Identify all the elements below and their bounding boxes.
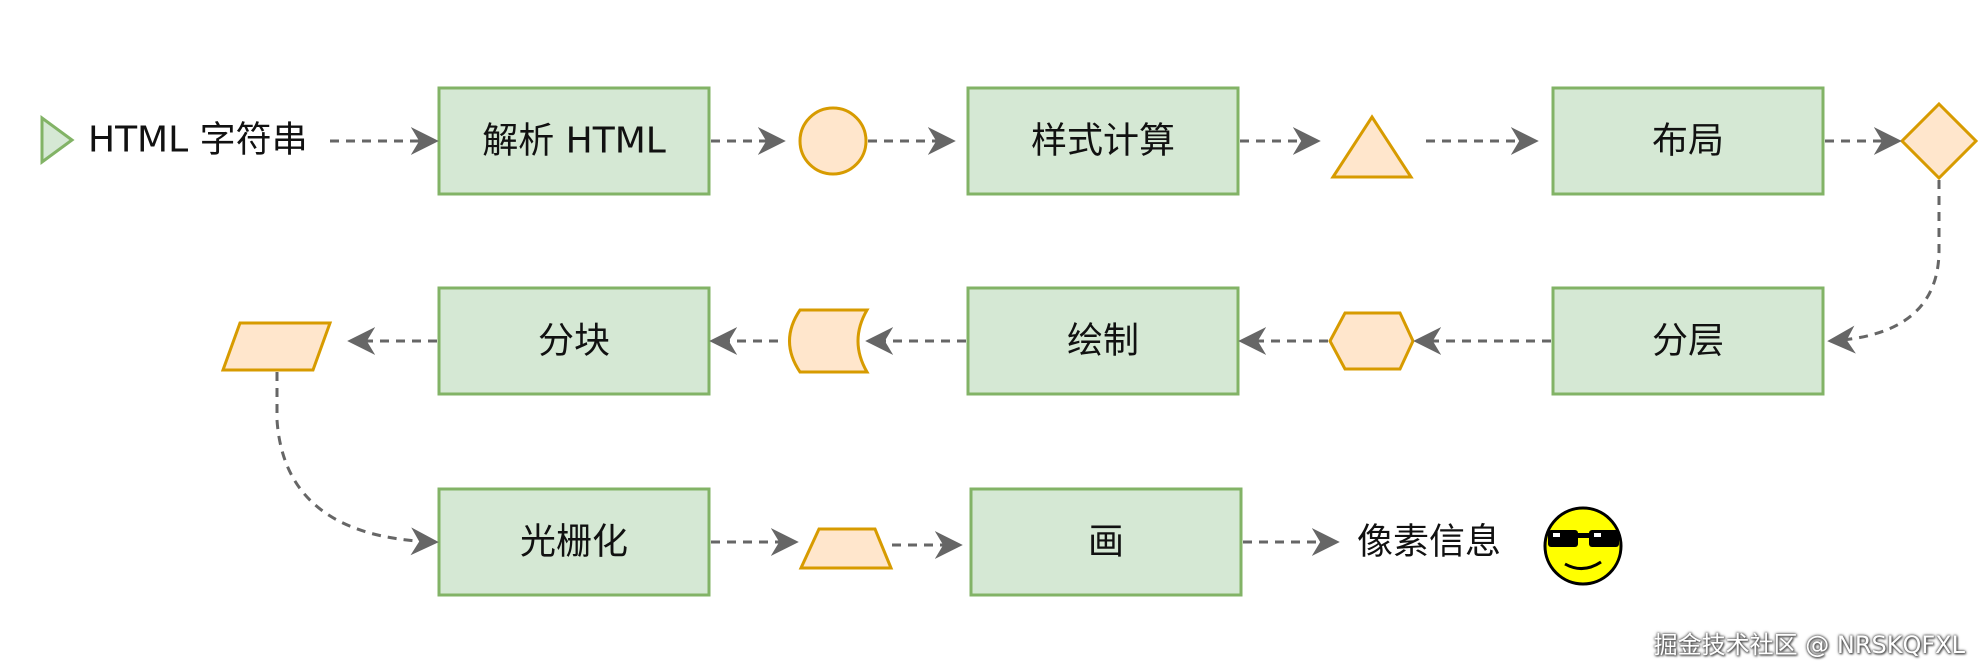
edge-diamond-to-layering	[1827, 180, 1941, 354]
watermark: 掘金技术社区 @ NRSKQFXL	[1653, 631, 1965, 659]
edges	[275, 127, 1941, 559]
step-rasterize-label: 光栅化	[520, 522, 628, 563]
step-style-calc: 样式计算	[966, 86, 1240, 196]
step-draw: 画	[969, 487, 1243, 597]
step-paint-label: 绘制	[1067, 321, 1139, 362]
play-triangle-icon	[40, 115, 75, 165]
start-label: HTML 字符串	[88, 120, 308, 161]
step-parse-html-label: 解析 HTML	[482, 121, 666, 162]
trapezoid-icon	[798, 527, 894, 570]
step-layout-label: 布局	[1652, 121, 1724, 162]
step-paint: 绘制	[966, 286, 1240, 396]
step-parse-html: 解析 HTML	[437, 86, 711, 196]
triangle-icon	[1330, 114, 1414, 179]
parallelogram-icon	[220, 321, 333, 372]
step-draw-label: 画	[1088, 522, 1124, 563]
stored-data-icon	[788, 308, 870, 374]
diamond-icon	[1899, 101, 1979, 181]
cool-smiley-sunglasses-icon	[1543, 506, 1623, 586]
circle-icon	[798, 106, 868, 176]
step-rasterize: 光栅化	[437, 487, 711, 597]
step-layering: 分层	[1551, 286, 1825, 396]
edge-parallelogram-to-raster	[275, 372, 439, 556]
step-layering-label: 分层	[1652, 321, 1724, 362]
step-tiling: 分块	[437, 286, 711, 396]
hexagon-icon	[1328, 311, 1415, 371]
step-layout: 布局	[1551, 86, 1825, 196]
step-style-calc-label: 样式计算	[1031, 121, 1175, 162]
end-label: 像素信息	[1357, 522, 1501, 563]
step-tiling-label: 分块	[538, 321, 610, 362]
